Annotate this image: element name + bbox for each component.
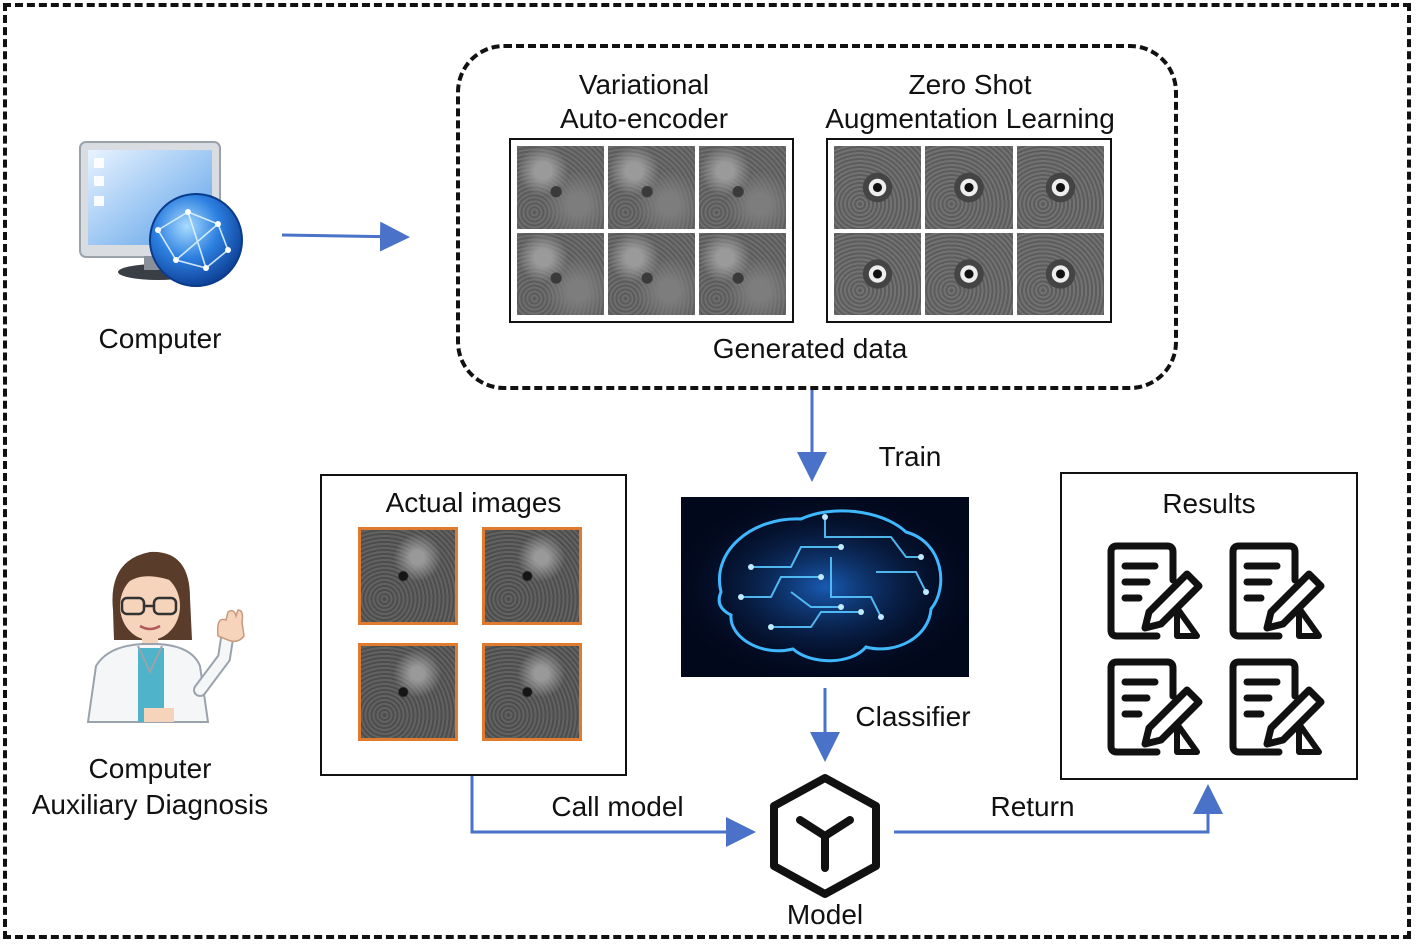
document-edit-icon <box>1225 658 1325 758</box>
zsal-title-line1: Zero Shot <box>908 69 1032 100</box>
brain-circuit-icon <box>681 497 969 677</box>
outer-dashed-frame <box>3 3 1411 939</box>
return-label: Return <box>990 791 1075 822</box>
computer-globe-icon <box>78 140 248 300</box>
generated-image <box>699 232 786 315</box>
actual-image <box>482 527 582 625</box>
doctor-label-line1: Computer <box>88 753 212 784</box>
actual-image <box>358 527 458 625</box>
classifier-label: Classifier <box>855 701 971 732</box>
computer-label: Computer <box>98 323 222 354</box>
generated-image <box>834 146 922 229</box>
generated-image <box>1016 232 1104 315</box>
actual-image <box>482 643 582 741</box>
document-edit-icon <box>1103 658 1203 758</box>
zsal-generated-images <box>826 138 1112 323</box>
generated-image <box>1016 146 1104 229</box>
model-cube-icon <box>766 772 884 900</box>
model-label: Model <box>786 899 864 930</box>
generated-image <box>608 146 695 229</box>
actual-images-title: Actual images <box>385 487 562 518</box>
actual-image <box>358 643 458 741</box>
generated-image <box>517 146 604 229</box>
doctor-icon <box>78 540 248 725</box>
results-title: Results <box>1162 488 1256 519</box>
generated-image <box>699 146 786 229</box>
call-model-label: Call model <box>551 791 684 822</box>
vae-title-line1: Variational <box>578 69 710 100</box>
generated-image <box>517 232 604 315</box>
vae-generated-images <box>509 138 794 323</box>
generated-image <box>925 232 1013 315</box>
generated-image <box>925 146 1013 229</box>
document-edit-icon <box>1103 542 1203 642</box>
train-label: Train <box>878 441 942 472</box>
document-edit-icon <box>1225 542 1325 642</box>
generated-data-caption: Generated data <box>712 333 908 364</box>
zsal-title-line2: Augmentation Learning <box>825 103 1115 134</box>
generated-image <box>608 232 695 315</box>
doctor-label-line2: Auxiliary Diagnosis <box>31 789 269 820</box>
vae-title-line2: Auto-encoder <box>559 103 729 134</box>
generated-image <box>834 232 922 315</box>
generated-data-panel <box>456 44 1178 390</box>
